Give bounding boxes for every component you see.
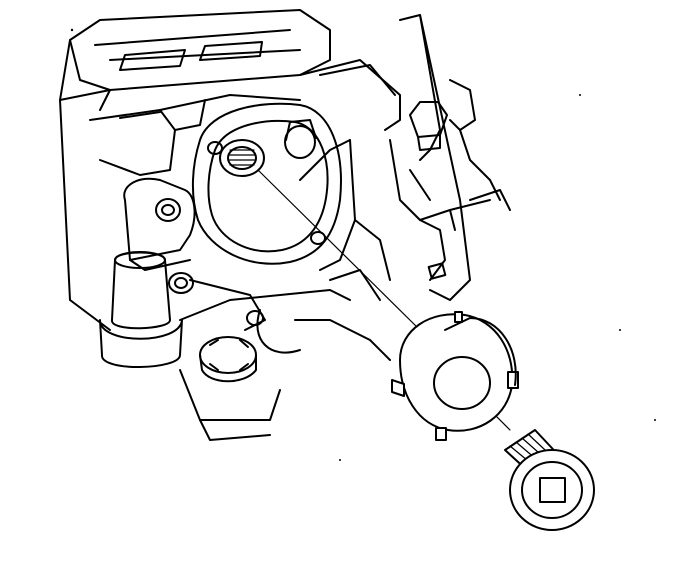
flange-plate (191, 102, 342, 265)
bracket-hex-bolt (409, 101, 448, 151)
mounting-bracket (299, 14, 511, 301)
engine-block-casting (59, 9, 391, 441)
slotted-washer (391, 311, 519, 441)
hex-nut (199, 336, 257, 383)
pivot-arm (123, 177, 196, 271)
threaded-plug-bolt (504, 429, 595, 531)
cylindrical-plug (99, 251, 266, 368)
stipple-dots (70, 28, 656, 461)
